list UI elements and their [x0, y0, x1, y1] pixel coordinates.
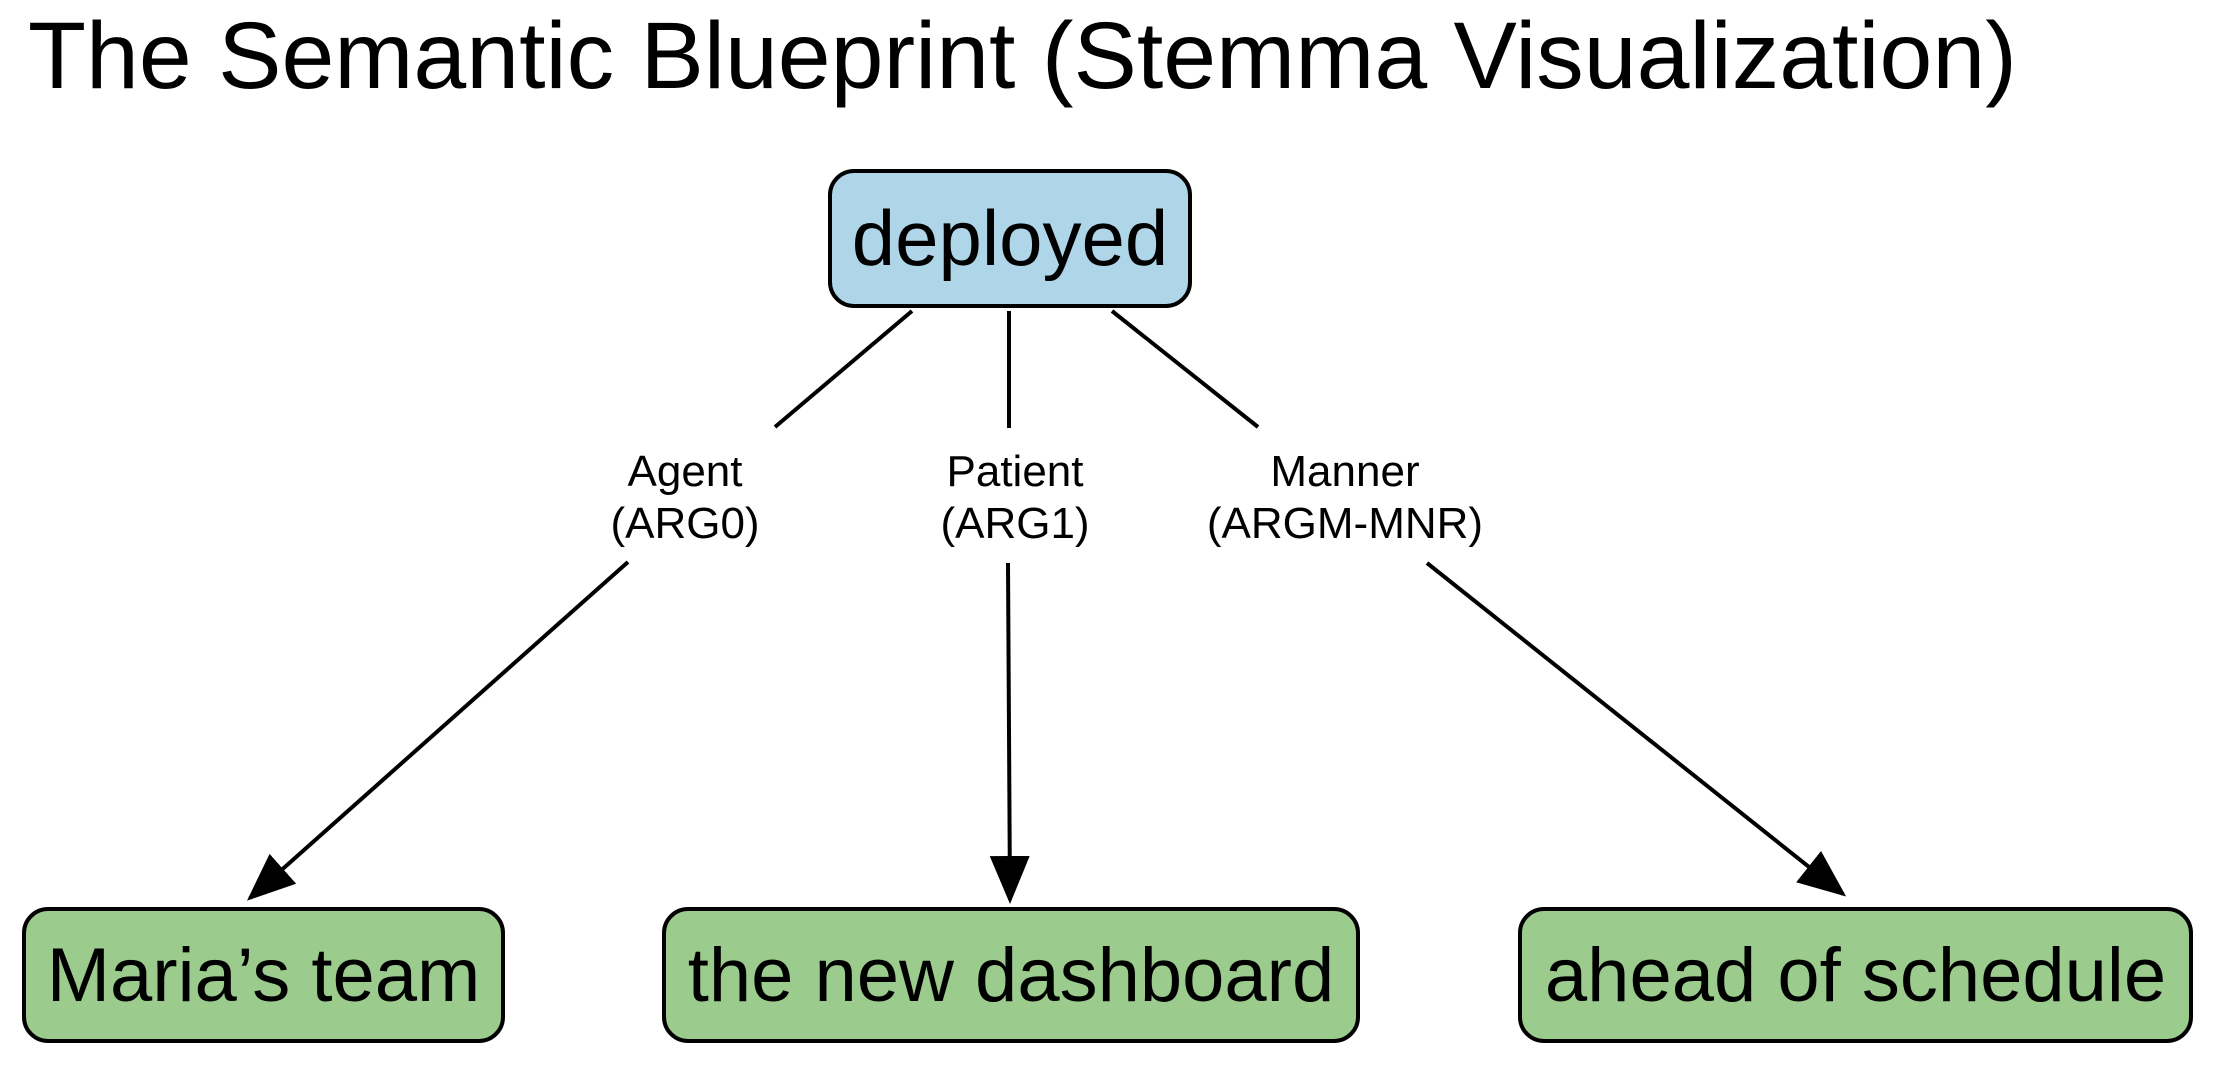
role-name: Patient [946, 447, 1084, 496]
edge-manner-arrow-line [1425, 561, 1847, 897]
argument-label: the new dashboard [687, 932, 1335, 1018]
page-title: The Semantic Blueprint (Stemma Visualiza… [28, 3, 2017, 109]
edge-agent-upper-line [773, 309, 914, 429]
edge-patient-arrow-line [989, 562, 1030, 904]
role-tag: (ARG1) [940, 499, 1090, 548]
predicate-node: deployed [828, 169, 1192, 308]
predicate-label: deployed [851, 194, 1169, 282]
edge-label-manner: Manner (ARGM-MNR) [1125, 446, 1565, 550]
edge-label-agent: Agent (ARG0) [465, 446, 905, 550]
argument-label: Maria’s team [46, 932, 481, 1018]
edge-manner-upper-line [1110, 309, 1260, 429]
edge-label-patient: Patient (ARG1) [795, 446, 1235, 550]
role-tag: (ARGM-MNR) [1206, 499, 1484, 548]
argument-node-agent: Maria’s team [22, 907, 505, 1043]
role-tag: (ARG0) [610, 499, 760, 548]
argument-node-patient: the new dashboard [662, 907, 1360, 1043]
role-name: Manner [1270, 447, 1420, 496]
argument-node-manner: ahead of schedule [1518, 907, 2193, 1043]
edge-agent-arrow-line [247, 560, 630, 901]
argument-label: ahead of schedule [1544, 932, 2167, 1018]
role-name: Agent [627, 447, 743, 496]
